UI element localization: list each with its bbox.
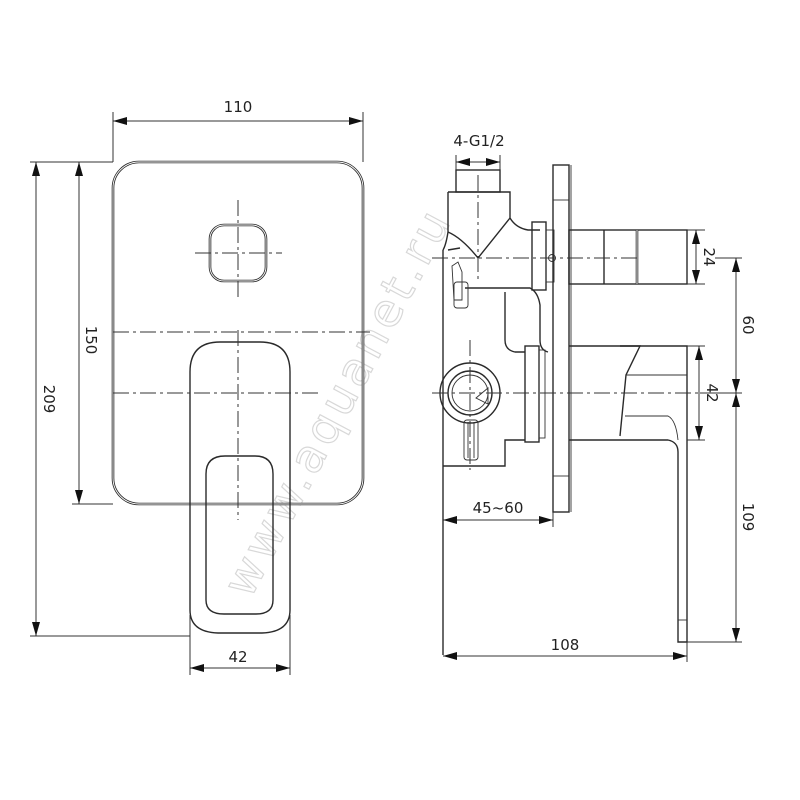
- svg-text:42: 42: [703, 383, 721, 402]
- svg-text:42: 42: [228, 648, 247, 666]
- lever-handle-side: [569, 345, 688, 643]
- svg-text:109: 109: [739, 503, 757, 532]
- dim-handle-42-side: 42: [687, 345, 721, 441]
- svg-text:45~60: 45~60: [473, 499, 524, 517]
- dim-height-150: 150: [72, 162, 113, 505]
- dim-offset-60: 60: [700, 257, 757, 394]
- svg-text:150: 150: [82, 326, 100, 355]
- wall-plate-side: [552, 164, 572, 513]
- front-view: 110 209 150 42: [30, 98, 370, 675]
- lever-handle-front: [189, 341, 291, 634]
- dim-depth-45-60: 45~60: [443, 499, 554, 527]
- side-centerlines: [432, 175, 740, 470]
- front-centerlines: [113, 200, 370, 520]
- dim-depth-108: 108: [443, 636, 688, 662]
- svg-text:60: 60: [739, 315, 757, 334]
- dim-width-110: 110: [112, 98, 364, 162]
- watermark: www.aquanet.ru: [211, 198, 463, 606]
- svg-text:4-G1/2: 4-G1/2: [453, 132, 504, 150]
- svg-text:209: 209: [40, 385, 58, 414]
- dim-handle-width-42: 42: [189, 615, 291, 675]
- diverter-stem-side: [568, 229, 688, 285]
- svg-text:www.aquanet.ru: www.aquanet.ru: [212, 198, 463, 605]
- side-view: 4-G1/2 24 60 42 109: [432, 132, 757, 662]
- dim-lower-109: 109: [687, 393, 757, 643]
- valve-body: [439, 169, 556, 655]
- dim-thread-4-g1-2: 4-G1/2: [453, 132, 505, 170]
- dim-stem-24: 24: [687, 229, 718, 285]
- svg-text:110: 110: [224, 98, 253, 116]
- dim-height-209: 209: [30, 161, 190, 637]
- svg-text:108: 108: [551, 636, 580, 654]
- svg-text:24: 24: [700, 247, 718, 266]
